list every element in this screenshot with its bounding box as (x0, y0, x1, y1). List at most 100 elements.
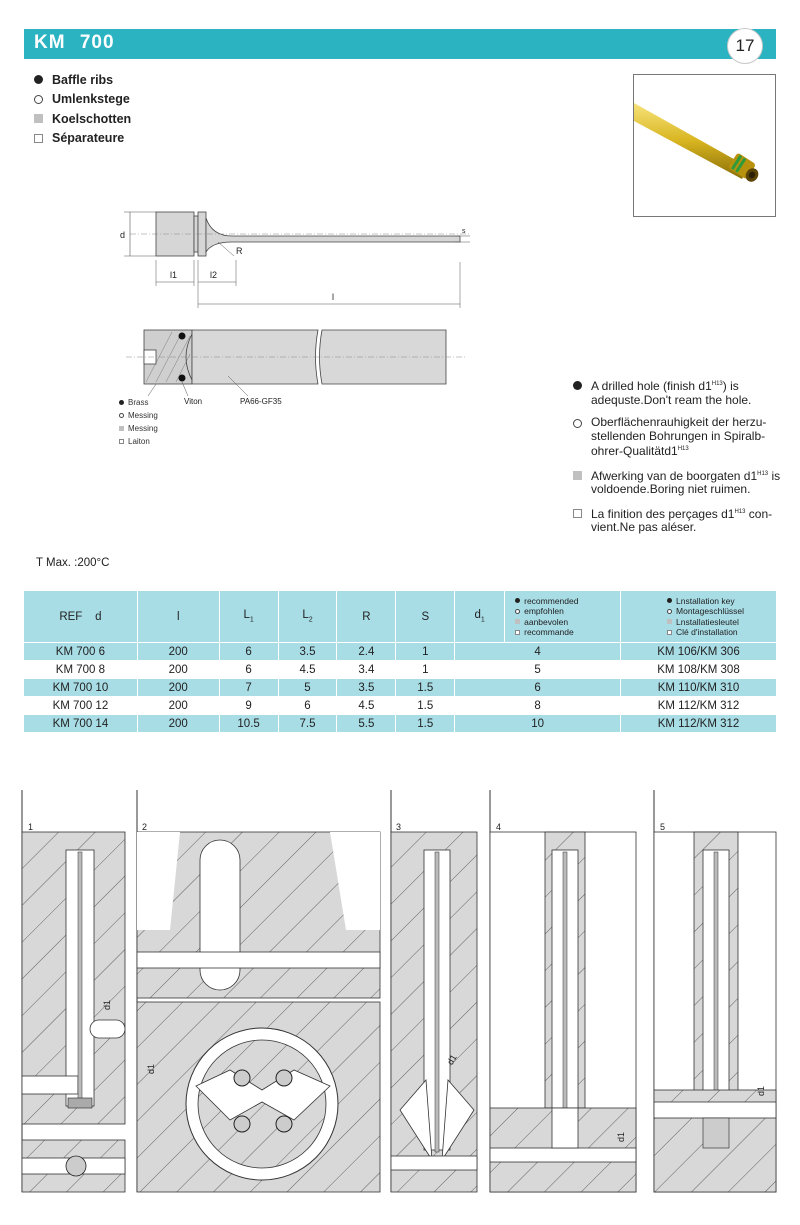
open-circle-icon (573, 419, 582, 428)
dim-label: d1 (102, 1000, 112, 1010)
cell-r: 3.5 (336, 678, 397, 697)
filled-circle-icon (515, 598, 521, 604)
note-sup: H13 (734, 508, 746, 515)
language-item-fr: Séparateure (34, 129, 131, 149)
cell-l2: 3.5 (277, 642, 338, 661)
open-circle-icon (667, 608, 673, 614)
legend-label: aanbevolen (524, 616, 569, 627)
cell-s: 1 (395, 642, 456, 661)
legend-label: Lnstallation key (676, 595, 735, 606)
open-square-icon (119, 439, 124, 444)
cell-d1: 6 (454, 678, 622, 697)
dim-l1-label: l1 (170, 270, 177, 280)
cell-l1: 6 (218, 660, 279, 679)
dim-r-label: R (236, 246, 243, 256)
note-nl: Afwerking van de boorgaten d1H13 is vold… (573, 468, 783, 497)
spec-table: REF d l L1 L2 R S d1 recommended empfohl… (23, 590, 777, 733)
note-en: A drilled hole (finish d1H13) is adequst… (573, 378, 783, 407)
dim-label: d1 (756, 1086, 766, 1096)
example-number: 5 (660, 822, 665, 832)
material-legend: Brass Messing Messing Laiton (119, 396, 158, 448)
cell-l2: 4.5 (277, 660, 338, 679)
note-sup: H13 (757, 470, 769, 477)
open-square-icon (515, 629, 521, 635)
material-legend-item: Messing (119, 422, 158, 435)
note-text-post: con-vient.Ne pas aléser. (591, 506, 773, 534)
note-text-pre: La finition des perçages d1 (591, 506, 735, 521)
cell-l1: 9 (218, 696, 279, 715)
example-number: 3 (396, 822, 401, 832)
header-l2-label: L (302, 609, 309, 622)
note-text-pre: A drilled hole (finish d1 (591, 379, 712, 393)
header-l1: L1 (218, 590, 279, 643)
example-number: 4 (496, 822, 501, 832)
product-photo (633, 74, 776, 217)
cell-ref: KM 700 10 (23, 678, 138, 697)
header-d1-legend: recommended empfohlen aanbevolen recomma… (504, 590, 622, 643)
cell-s: 1.5 (395, 678, 456, 697)
cell-key: KM 110/KM 310 (620, 678, 777, 697)
note-text-pre: Afwerking van de boorgaten d1 (591, 468, 758, 483)
language-label: Séparateure (52, 131, 125, 146)
material-legend-label: Brass (128, 398, 149, 407)
language-item-en: Baffle ribs (34, 70, 131, 90)
legend-label: recommande (524, 627, 574, 637)
dim-d-label: d (120, 230, 125, 240)
note-text: La finition des perçages d1H13 con-vient… (591, 506, 783, 535)
filled-circle-icon (573, 381, 582, 390)
cell-s: 1.5 (395, 696, 456, 715)
language-item-de: Umlenkstege (34, 90, 131, 110)
cell-l: 200 (136, 678, 220, 697)
filled-circle-icon (667, 598, 673, 604)
language-list: Baffle ribs Umlenkstege Koelschotten Sép… (34, 70, 131, 148)
example-1: 1 d1 (21, 822, 126, 1193)
language-label: Umlenkstege (52, 92, 130, 107)
note-text: Oberflächenrauhigkeit der herzu-stellend… (591, 415, 783, 459)
filled-square-icon (119, 426, 124, 431)
cell-l: 200 (136, 642, 220, 661)
example-5: 5 d1 (653, 822, 777, 1193)
legend-label: Lnstallatiesleutel (676, 616, 739, 627)
filled-square-icon (515, 619, 521, 625)
legend-item: empfohlen (515, 606, 620, 617)
material-legend-label: Laiton (128, 437, 150, 446)
cell-l1: 7 (218, 678, 279, 697)
dim-label: d1 (146, 1064, 156, 1074)
header-d-label: d (95, 610, 102, 623)
legend-item: Montageschlüssel (667, 606, 776, 617)
table-header-row: REF d l L1 L2 R S d1 recommended empfohl… (23, 590, 777, 643)
example-number: 1 (28, 822, 33, 832)
cell-d1: 5 (454, 660, 622, 679)
header-s: S (395, 590, 456, 643)
filled-square-icon (667, 619, 673, 625)
open-square-icon (667, 629, 673, 635)
cell-l1: 6 (218, 642, 279, 661)
legend-item: recommande (515, 627, 620, 638)
filled-square-icon (34, 114, 43, 124)
language-label: Baffle ribs (52, 72, 114, 87)
cell-ref: KM 700 8 (23, 660, 138, 679)
material-legend-item: Messing (119, 409, 158, 422)
note-text-pre: Oberflächenrauhigkeit der herzu-stellend… (591, 415, 767, 458)
filled-circle-icon (119, 400, 124, 405)
legend-item: Clé d'installation (667, 627, 776, 638)
dim-l-label: l (332, 292, 334, 302)
material-label: PA66-GF35 (240, 397, 282, 406)
header-ref: REF d (23, 590, 138, 643)
cell-r: 3.4 (336, 660, 397, 679)
table-row: KM 700 8 200 6 4.5 3.4 1 5 KM 108/KM 308 (23, 660, 777, 679)
note-text: Afwerking van de boorgaten d1H13 is vold… (591, 468, 783, 497)
cell-key: KM 106/KM 306 (620, 642, 777, 661)
open-circle-icon (119, 413, 124, 418)
note-text-post: is voldoende.Boring niet ruimen. (591, 468, 781, 496)
open-square-icon (34, 133, 43, 143)
cell-d1: 10 (454, 714, 622, 733)
table-row: KM 700 12 200 9 6 4.5 1.5 8 KM 112/KM 31… (23, 696, 777, 715)
table-row: KM 700 14 200 10.5 7.5 5.5 1.5 10 KM 112… (23, 714, 777, 733)
note-text-post: ) is adequste.Don't ream the hole. (591, 379, 752, 407)
notes: A drilled hole (finish d1H13) is adequst… (573, 378, 783, 544)
note-sup: H13 (711, 381, 723, 387)
cell-s: 1.5 (395, 714, 456, 733)
cell-r: 2.4 (336, 642, 397, 661)
filled-circle-icon (34, 75, 43, 85)
